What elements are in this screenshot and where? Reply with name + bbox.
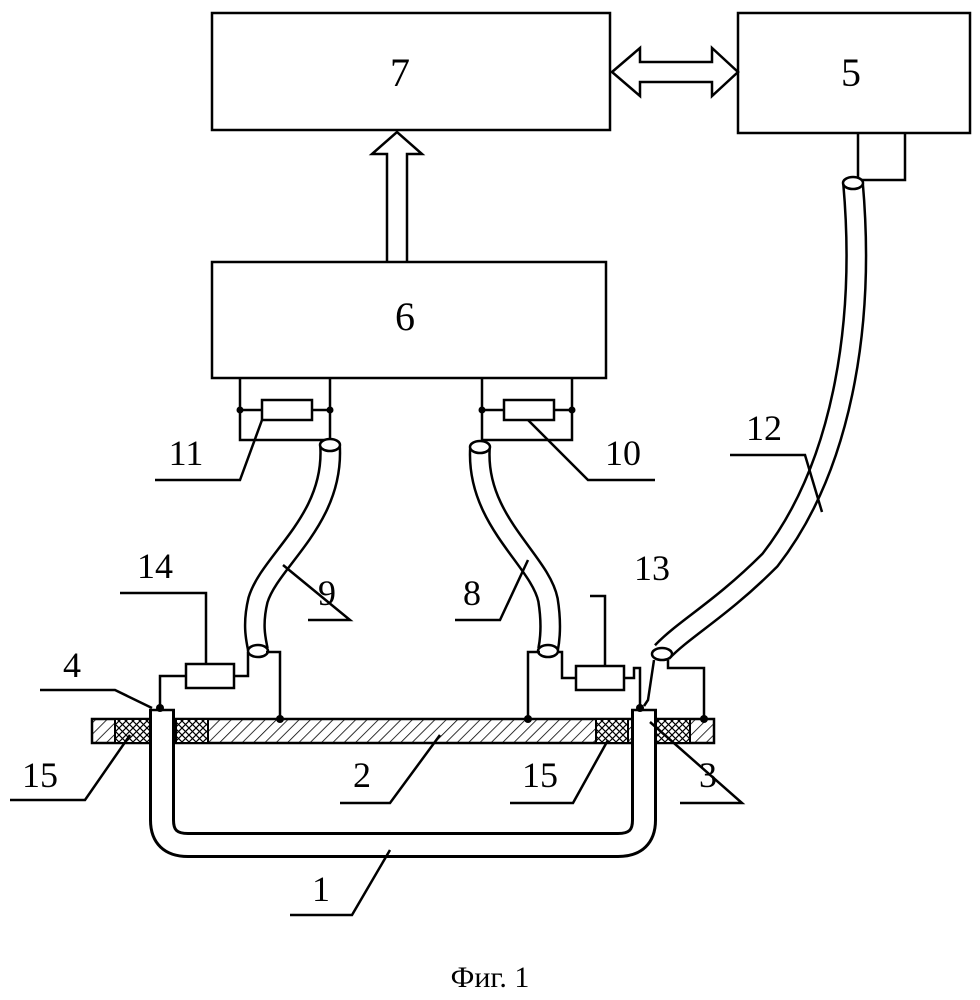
label-1: 1 (312, 869, 330, 909)
resistor-10-circuit (479, 378, 576, 440)
resistor-14-circuit (156, 652, 284, 723)
block-6: 6 (212, 262, 606, 378)
label-8: 8 (463, 573, 481, 613)
cable-9 (248, 439, 340, 657)
label-15-left: 15 (22, 755, 58, 795)
label-2: 2 (353, 755, 371, 795)
label-11: 11 (169, 433, 204, 473)
figure-caption: Фиг. 1 (451, 961, 530, 994)
block-5-label: 5 (841, 50, 861, 95)
label-14: 14 (137, 546, 173, 586)
resistor-11 (262, 400, 312, 420)
label-15-right: 15 (522, 755, 558, 795)
resistor-14 (186, 664, 234, 688)
block-7: 7 (212, 13, 610, 130)
resistor-11-circuit (237, 378, 334, 440)
arrow-6-to-7 (372, 132, 422, 262)
connector-5 (858, 133, 905, 180)
block-7-label: 7 (390, 50, 410, 95)
label-12: 12 (746, 408, 782, 448)
label-4: 4 (63, 645, 81, 685)
cable-8 (470, 441, 558, 657)
resistor-13 (576, 666, 624, 690)
block-5: 5 (738, 13, 970, 133)
label-13: 13 (634, 548, 670, 588)
block-6-label: 6 (395, 294, 415, 339)
label-10: 10 (605, 433, 641, 473)
label-3: 3 (699, 755, 717, 795)
resistor-13-circuit (524, 652, 644, 723)
plate-2 (92, 719, 714, 743)
resistor-10 (504, 400, 554, 420)
bidirectional-arrow-7-5 (612, 48, 738, 96)
label-9: 9 (318, 573, 336, 613)
